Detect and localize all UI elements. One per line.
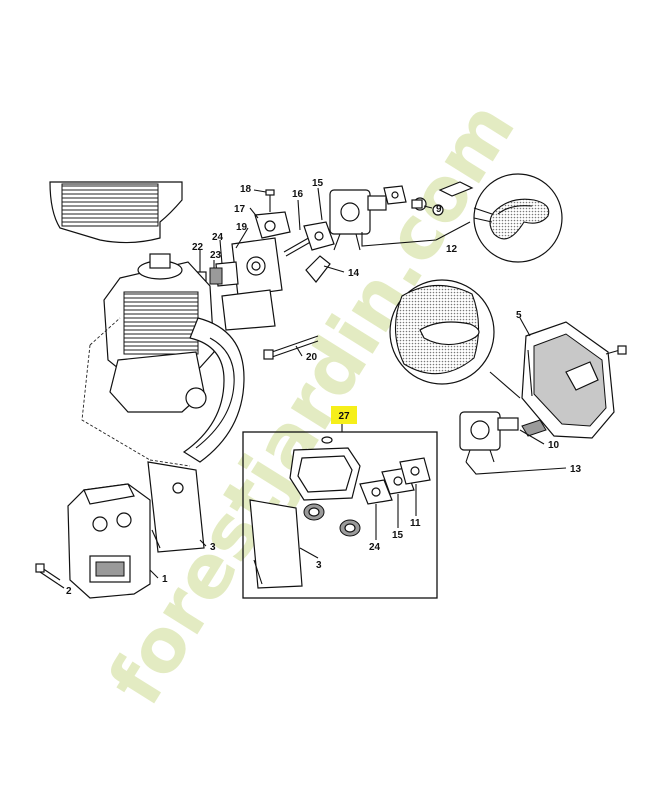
zoom-detail-choke xyxy=(473,173,563,263)
callout-3-kit: 3 xyxy=(316,560,322,571)
callout-14: 14 xyxy=(348,268,360,279)
callout-1: 1 xyxy=(162,574,168,585)
callout-24-kit: 24 xyxy=(369,542,381,553)
part-carburetor-top xyxy=(329,189,387,251)
callout-15-top: 15 xyxy=(312,178,324,189)
part-muffler-1 xyxy=(67,483,151,599)
kit-seal-2 xyxy=(339,519,361,537)
part-carburetor-10 xyxy=(459,411,547,463)
callout-3-left: 3 xyxy=(210,542,216,553)
callout-20: 20 xyxy=(306,352,318,363)
fan-housing xyxy=(49,181,183,244)
callout-2: 2 xyxy=(66,586,72,597)
leader-lines xyxy=(57,187,567,589)
callout-11: 11 xyxy=(410,518,421,529)
highlight-label: 27 xyxy=(338,411,350,422)
callout-labels: 18 16 15 17 19 24 22 23 14 9 12 5 20 10 … xyxy=(66,178,582,597)
part-gasket-top-right xyxy=(383,185,407,205)
part-screw-2 xyxy=(35,563,61,585)
callout-15-kit: 15 xyxy=(392,530,404,541)
kit-gasket-24 xyxy=(359,479,393,505)
part-choke-9 xyxy=(411,181,474,216)
engine-shroud xyxy=(182,317,245,463)
highlight-part-27[interactable]: 27 xyxy=(331,406,357,424)
callout-13: 13 xyxy=(570,464,582,475)
part-heatshield-3-left xyxy=(147,461,205,553)
callout-5: 5 xyxy=(516,310,522,321)
callout-23: 23 xyxy=(210,250,222,261)
engine-block xyxy=(103,253,215,413)
callout-19: 19 xyxy=(236,222,248,233)
dashed-guide-lines xyxy=(81,317,191,467)
callout-12: 12 xyxy=(446,244,458,255)
callout-22: 22 xyxy=(192,242,204,253)
callout-24-top: 24 xyxy=(212,232,224,243)
part-manifold-plate xyxy=(221,289,276,331)
callout-17: 17 xyxy=(234,204,246,215)
kit-gasket-11 xyxy=(399,457,431,485)
callout-18: 18 xyxy=(240,184,252,195)
part-gasket-15-top xyxy=(303,221,335,251)
gasket-kit-box xyxy=(242,424,438,599)
svg-text:27: 27 xyxy=(338,411,350,422)
part-screw-18 xyxy=(265,189,275,212)
part-manifold-17 xyxy=(254,211,291,239)
part-hose-14 xyxy=(305,255,331,283)
part-washer-23 xyxy=(209,267,223,285)
callout-9: 9 xyxy=(436,204,442,215)
part-flange-19 xyxy=(231,237,283,297)
callout-10: 10 xyxy=(548,440,560,451)
part-bolt-20 xyxy=(263,335,319,360)
zoom-detail-filter xyxy=(389,279,521,399)
callout-16: 16 xyxy=(292,189,304,200)
part-filter-cover-5 xyxy=(521,321,627,439)
kit-seal-1 xyxy=(303,503,325,521)
